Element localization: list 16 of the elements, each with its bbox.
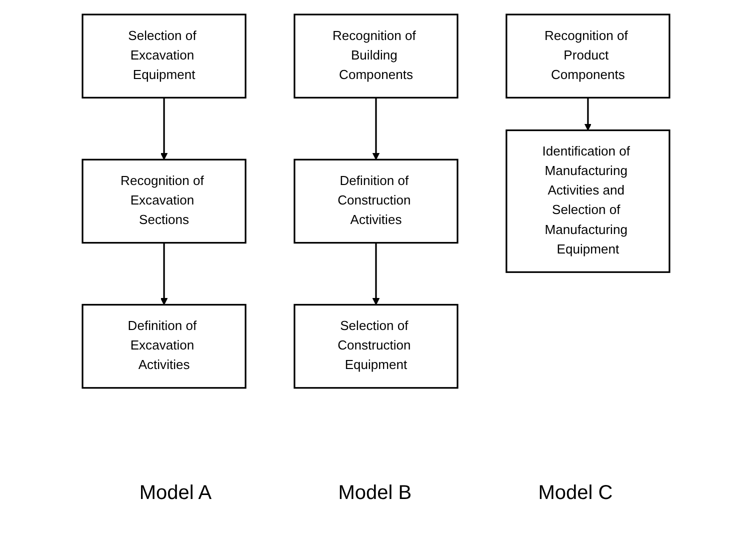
- arrow: [160, 98, 168, 160]
- node-box: Recognition of Product Components: [506, 14, 670, 98]
- column-caption: Model C: [538, 482, 613, 505]
- column-caption: Model B: [338, 482, 412, 505]
- node-box: Recognition of Excavation Sections: [82, 158, 246, 244]
- column-caption: Model A: [139, 482, 212, 505]
- node-box: Selection of Excavation Equipment: [82, 14, 246, 98]
- node-box: Recognition of Building Components: [294, 14, 458, 98]
- node-box: Definition of Construction Activities: [294, 158, 458, 244]
- node-box: Definition of Excavation Activities: [82, 304, 246, 389]
- node-box: Identification of Manufacturing Activities and Selection of Manufacturing Equipment: [506, 129, 670, 273]
- arrow: [372, 98, 380, 160]
- node-box: Selection of Construction Equipment: [294, 304, 458, 389]
- arrow: [584, 98, 592, 131]
- arrow: [372, 242, 380, 306]
- arrow: [160, 242, 168, 306]
